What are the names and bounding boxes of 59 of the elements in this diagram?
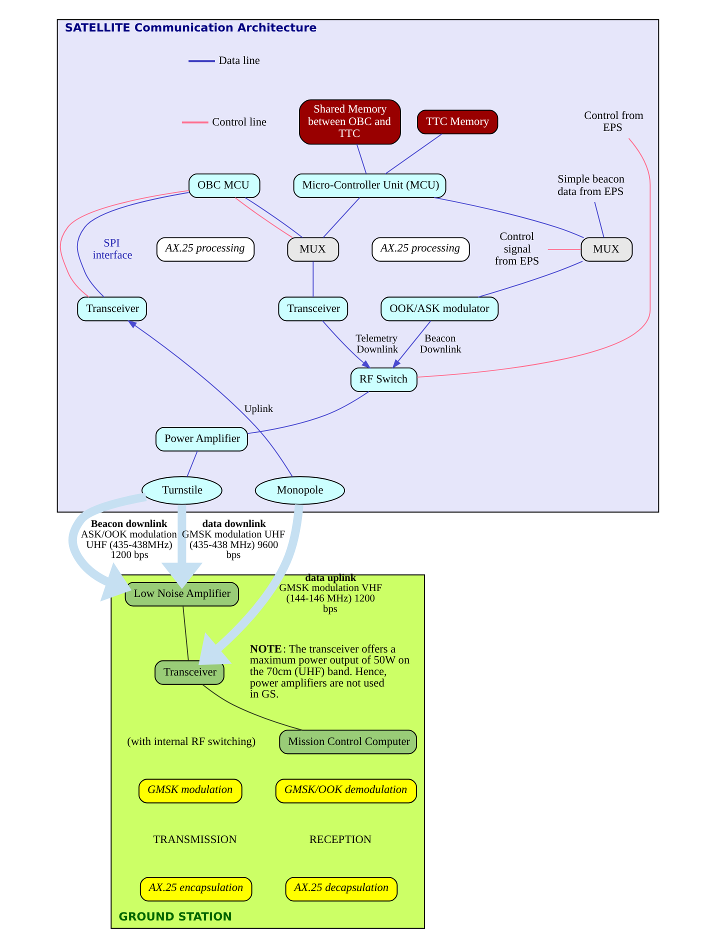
label: (with internal RF switching) — [127, 736, 256, 748]
connector — [416, 138, 651, 378]
connector — [247, 391, 370, 434]
connector — [186, 450, 198, 478]
label: TRANSMISSION — [153, 834, 237, 846]
edge-label: data uplink GMSK modulation VHF (144-146 MHz) 1200 bps — [279, 572, 382, 615]
node-box: Mission Control Computer — [279, 730, 417, 754]
node-box: Transceiver — [278, 296, 348, 322]
node-box: AX.25 processing — [156, 237, 255, 262]
arrow — [322, 320, 371, 369]
connector — [244, 197, 303, 238]
node-box: TTC Memory — [417, 110, 498, 134]
label: RECEPTION — [309, 834, 372, 846]
node-box: AX.25 processing — [372, 237, 470, 262]
arrow — [161, 504, 203, 589]
node-box: GMSK/OOK demodulation — [275, 778, 417, 804]
arrow — [127, 320, 293, 478]
node-text: Simple beacon data from EPS — [558, 174, 625, 198]
connector — [312, 261, 314, 298]
node-box: OOK/ASK modulator — [380, 296, 499, 322]
node-ellipse: Turnstile — [141, 476, 222, 505]
node-box: GMSK modulation — [138, 778, 242, 804]
arrow — [392, 320, 432, 369]
node-text: Control signal from EPS — [494, 231, 540, 268]
edge-label: Uplink — [244, 404, 274, 416]
node-text: Control from EPS — [584, 110, 644, 134]
node-ellipse: Monopole — [254, 476, 346, 505]
label: NOTE: The transceiver offers a maximum power output of 50W on the 70cm (UHF) band. Hence, power amplifiers are not used in GS. — [250, 643, 410, 701]
node-box: Transceiver — [77, 296, 148, 322]
node-box: AX.25 decapsulation — [285, 876, 398, 902]
edge-label: Telemetry Downlink — [356, 333, 398, 356]
connector — [547, 249, 582, 250]
label: SPI interface — [92, 237, 132, 262]
connector — [478, 260, 583, 298]
node-box: AX.25 encapsulation — [140, 876, 252, 902]
connector — [322, 197, 360, 238]
arrow — [68, 492, 147, 602]
connector — [356, 144, 367, 174]
legend-label: Data line — [218, 55, 260, 68]
node-box: Power Amplifier — [156, 426, 248, 452]
edge-label: data downlink GMSK modulation UHF (435-438 MHz) 9600 bps — [182, 519, 286, 562]
legend-label: Control line — [212, 116, 267, 128]
node-box: MUX — [287, 237, 340, 262]
node-box: MUX — [580, 237, 633, 262]
arrow — [198, 504, 304, 665]
node-box: OBC MCU — [188, 173, 260, 198]
edge-label: Beacon downlink ASK/OOK modulation UHF (435-438MHz) 1200 bps — [80, 519, 177, 562]
connector — [202, 684, 303, 731]
connector — [434, 197, 584, 238]
connector — [234, 197, 293, 238]
node-box: RF Switch — [350, 367, 418, 392]
node-box: Low Noise Amplifier — [124, 582, 240, 606]
node-box: Transceiver — [154, 660, 224, 685]
connector — [182, 606, 189, 662]
node-box: Micro-Controller Unit (MCU) — [293, 173, 446, 198]
connector — [384, 134, 442, 174]
connector — [594, 202, 604, 238]
node-box: Shared Memory between OBC and TTC — [299, 99, 401, 145]
edge-label: Beacon Downlink — [420, 333, 462, 356]
